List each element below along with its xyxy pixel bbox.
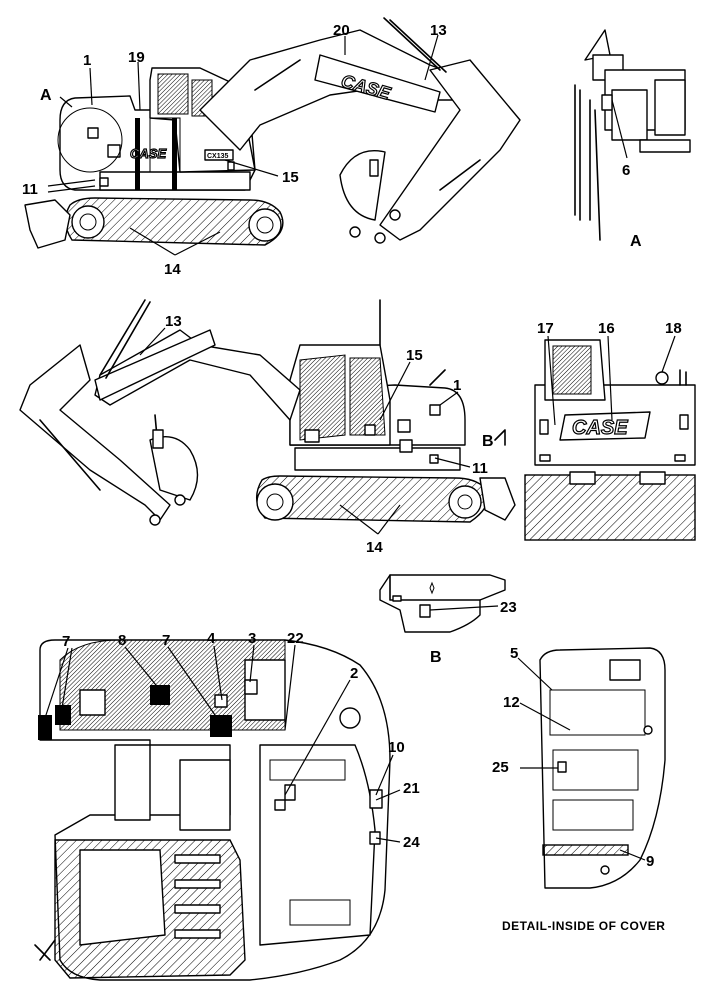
callout-20: 20 <box>333 22 350 39</box>
callout-1-left: 1 <box>83 52 91 69</box>
view-a-caption: A <box>630 233 642 250</box>
callout-12: 12 <box>503 694 520 711</box>
detail-view-a <box>574 29 691 241</box>
callout-17: 17 <box>537 320 554 337</box>
excavator-top-view <box>34 639 391 981</box>
callout-13-right: 13 <box>165 313 182 330</box>
callout-9: 9 <box>646 853 654 870</box>
callout-25: 25 <box>492 759 509 776</box>
excavator-rear-view: CASE <box>524 339 696 541</box>
callout-6: 6 <box>622 162 630 179</box>
callout-4: 4 <box>207 630 216 647</box>
callout-13-left: 13 <box>430 22 447 39</box>
callout-11-left: 11 <box>22 181 38 198</box>
callout-8: 8 <box>118 632 126 649</box>
detail-view-b <box>379 429 506 633</box>
model-badge-text: CX135 <box>207 153 229 160</box>
view-labels: A A B B DETAIL-INSIDE OF COVER <box>40 87 665 933</box>
callout-19: 19 <box>128 49 145 66</box>
callout-23: 23 <box>500 599 517 616</box>
callout-16: 16 <box>598 320 615 337</box>
callout-7-a: 7 <box>62 633 70 650</box>
callout-11-right: 11 <box>472 460 488 477</box>
callout-22: 22 <box>287 630 304 647</box>
callout-15-right: 15 <box>406 347 423 364</box>
callout-24: 24 <box>403 834 420 851</box>
callout-3: 3 <box>248 630 256 647</box>
detail-inside-cover-view <box>539 647 666 889</box>
excavator-left-side-view: CASE CX135 CASE <box>24 17 521 249</box>
callout-7-b: 7 <box>162 632 170 649</box>
callout-5: 5 <box>510 645 518 662</box>
callout-10: 10 <box>388 739 405 756</box>
excavator-right-side-view <box>19 299 516 526</box>
side-body-brand-text: CASE <box>130 146 166 161</box>
callout-14-left: 14 <box>164 261 181 278</box>
view-b-pointer-label: B <box>482 433 494 450</box>
callout-2: 2 <box>350 665 358 682</box>
leader-lines <box>44 34 676 861</box>
detail-inside-cover-caption: DETAIL-INSIDE OF COVER <box>502 919 665 933</box>
callout-21: 21 <box>403 780 420 797</box>
callout-14-right: 14 <box>366 539 383 556</box>
callout-labels: 1 19 20 13 11 15 14 6 13 15 1 11 14 17 1… <box>22 22 682 870</box>
panel-vents <box>269 759 351 926</box>
callout-18: 18 <box>665 320 682 337</box>
callout-1-right: 1 <box>453 377 461 394</box>
view-b-caption: B <box>430 649 442 666</box>
view-a-pointer-label: A <box>40 87 52 104</box>
rear-brand-text: CASE <box>572 417 628 439</box>
callout-15-left: 15 <box>282 169 299 186</box>
